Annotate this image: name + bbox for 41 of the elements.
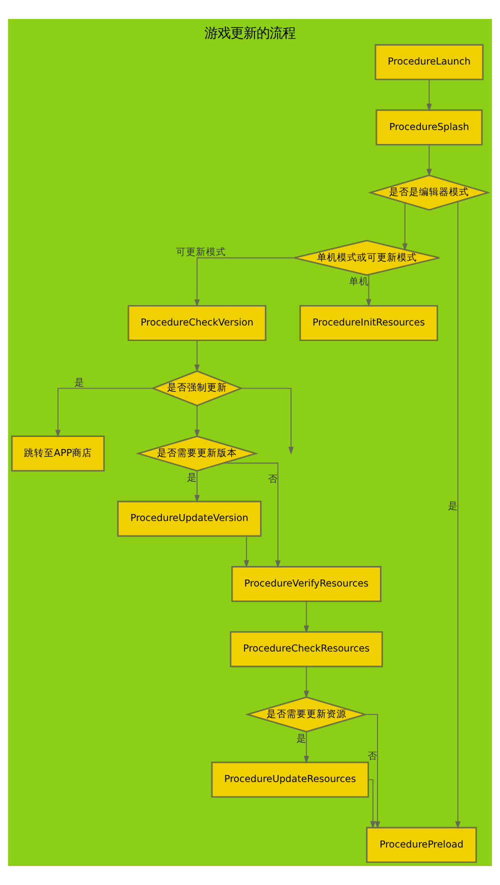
node-box: ProcedureCheckResources [230, 631, 383, 668]
diagram-title: 游戏更新的流程 [204, 26, 296, 42]
arrow [402, 202, 408, 252]
arrow [368, 779, 376, 829]
node-diamond: 单机模式或可更新模式 [294, 240, 440, 276]
arrow [240, 388, 294, 455]
node-box: ProcedureCheckVersion [128, 305, 266, 342]
node-diamond: 是否需要更新资源 [245, 696, 368, 732]
arrow [194, 470, 200, 503]
arrow [304, 731, 310, 764]
edge-label: 是 [296, 733, 307, 744]
node-box: ProcedureLaunch [374, 44, 484, 80]
arrow [55, 388, 154, 438]
arrow [304, 600, 310, 634]
arrow [426, 144, 432, 177]
arrow [426, 79, 432, 112]
edge-label: 单机 [349, 276, 370, 288]
node-box: ProcedureUpdateVersion [117, 500, 262, 537]
node-diamond: 是否强制更新 [150, 370, 244, 406]
edge-label: 否 [268, 474, 278, 485]
arrow [194, 405, 200, 438]
arrow [244, 536, 250, 568]
node-diamond: 是否是编辑器模式 [368, 174, 491, 211]
arrow [455, 201, 461, 830]
node-diamond: 是否需要更新版本 [136, 436, 258, 472]
edge-label: 是 [187, 472, 198, 484]
node-box: ProcedureInitResources [299, 305, 438, 342]
arrow [223, 462, 281, 568]
node-box: ProcedureUpdateResources [211, 762, 369, 798]
node-box: ProcedureVerifyResources [231, 566, 382, 602]
node-box: ProcedurePreload [366, 826, 477, 863]
node-box: ProcedureSplash [376, 109, 483, 146]
edge-label: 是 [448, 500, 458, 512]
arrow [304, 666, 310, 698]
arrow [194, 257, 295, 308]
edge-label: 可更新模式 [176, 246, 226, 258]
edge-label: 是 [74, 377, 85, 388]
arrow [194, 340, 200, 372]
arrow [366, 274, 372, 307]
edge-label: 否 [368, 751, 378, 762]
node-box: 跳转至APP商店 [11, 436, 105, 472]
